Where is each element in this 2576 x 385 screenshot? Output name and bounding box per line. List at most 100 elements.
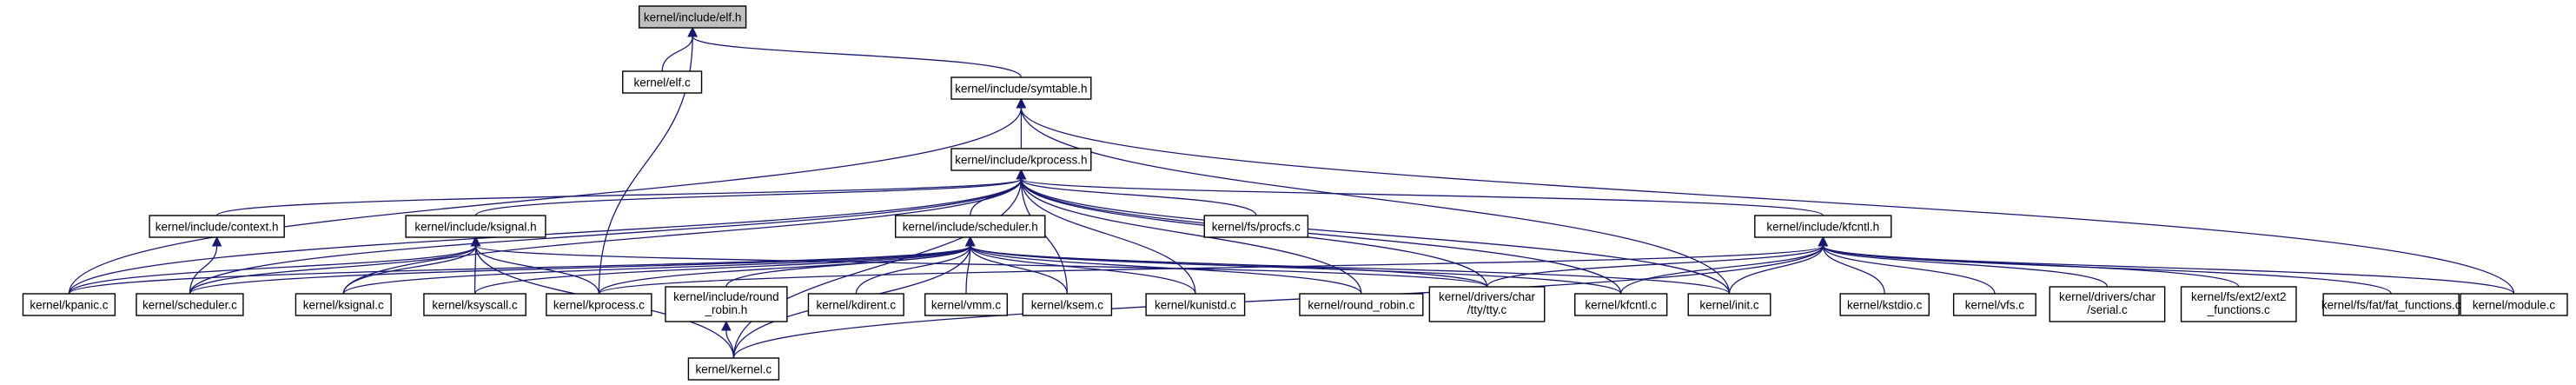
node-label: kernel/include/kprocess.h xyxy=(955,154,1087,167)
node-label: kernel/include/symtable.h xyxy=(955,83,1087,96)
node-kstdio-c[interactable]: kernel/kstdio.c xyxy=(1839,293,1930,316)
node-ksignal-c[interactable]: kernel/ksignal.c xyxy=(295,293,392,316)
node-scheduler-h[interactable]: kernel/include/scheduler.h xyxy=(895,215,1046,238)
node-kdirent-c[interactable]: kernel/kdirent.c xyxy=(807,293,904,316)
node-kprocess-c[interactable]: kernel/kprocess.c xyxy=(546,293,652,316)
edge-kernel_c-to-kfcntl_h xyxy=(732,236,1829,359)
node-kfcntl-h[interactable]: kernel/include/kfcntl.h xyxy=(1754,215,1892,238)
edge-line xyxy=(1020,178,1257,216)
edge-line xyxy=(215,178,1023,216)
edge-line xyxy=(1822,245,2240,288)
edge-line xyxy=(1486,245,1824,288)
node-ksignal-h[interactable]: kernel/include/ksignal.h xyxy=(405,215,546,238)
node-label-line: _functions.c xyxy=(2207,303,2270,316)
node-box xyxy=(665,286,788,322)
node-box xyxy=(295,293,392,316)
node-box xyxy=(2049,286,2166,322)
edge-line xyxy=(1020,178,1196,295)
node-label-line: kernel/drivers/char xyxy=(2059,290,2156,303)
node-kfcntl-c[interactable]: kernel/kfcntl.c xyxy=(1574,293,1668,316)
node-box xyxy=(687,357,780,381)
node-kpanic-c[interactable]: kernel/kpanic.c xyxy=(22,293,116,316)
node-label: kernel/round_robin.c xyxy=(1308,299,1414,312)
node-procfs-c[interactable]: kernel/fs/procfs.c xyxy=(1203,215,1309,238)
edge-line xyxy=(342,245,971,295)
node-label-line: /tty/tty.c xyxy=(1467,303,1507,316)
node-label: kernel/include/kfcntl.h xyxy=(1766,221,1879,234)
edge-line xyxy=(1620,245,1824,295)
edge-init_c-to-kprocess_h xyxy=(1016,169,1731,295)
edge-arrowhead xyxy=(721,320,732,331)
node-label: kernel/include/elf.h xyxy=(644,11,742,24)
node-box xyxy=(1203,215,1309,238)
node-kprocess-h[interactable]: kernel/include/kprocess.h xyxy=(950,148,1092,171)
node-label: kernel/ksignal.c xyxy=(303,299,384,312)
node-label: kernel/module.c xyxy=(2473,299,2556,312)
edge-line xyxy=(970,245,1068,295)
node-label: kernel/ksyscall.c xyxy=(432,299,518,312)
edge-line xyxy=(970,245,1362,295)
node-kunistd-c[interactable]: kernel/kunistd.c xyxy=(1145,293,1246,316)
node-round-robin-h[interactable]: kernel/include/round_robin.h xyxy=(665,286,788,322)
edge-line xyxy=(474,245,1488,288)
edge-procfs_c-to-kprocess_h xyxy=(1016,169,1257,216)
node-label-line: kernel/fs/ext2/ext2 xyxy=(2191,290,2287,303)
edge-symtable_h-to-elf_h xyxy=(687,26,1023,78)
node-label: kernel/kunistd.c xyxy=(1155,299,1236,312)
node-context-h[interactable]: kernel/include/context.h xyxy=(149,215,285,238)
node-round-robin-c[interactable]: kernel/round_robin.c xyxy=(1299,293,1424,316)
node-vmm-c[interactable]: kernel/vmm.c xyxy=(924,293,1009,316)
node-box xyxy=(22,293,116,316)
node-fat-functions-c[interactable]: kernel/fs/fat/fat_functions.c xyxy=(2321,293,2461,316)
node-box xyxy=(1022,293,1113,316)
node-label: kernel/kprocess.c xyxy=(553,299,645,312)
node-label: kernel/ksem.c xyxy=(1031,299,1104,312)
node-box xyxy=(638,5,747,29)
node-ksem-c[interactable]: kernel/ksem.c xyxy=(1022,293,1113,316)
node-symtable-h[interactable]: kernel/include/symtable.h xyxy=(950,76,1092,100)
edge-kfcntl_c-to-kprocess_h xyxy=(1016,169,1622,295)
edge-line xyxy=(598,245,1824,295)
edge-module_c-to-symtable_h xyxy=(1016,97,2515,295)
node-serial-c[interactable]: kernel/drivers/char/serial.c xyxy=(2049,286,2166,322)
edge-line xyxy=(68,107,1023,295)
node-box xyxy=(405,215,546,238)
node-label: kernel/kstdio.c xyxy=(1847,299,1923,312)
node-init-c[interactable]: kernel/init.c xyxy=(1687,293,1771,316)
node-vfs-c[interactable]: kernel/vfs.c xyxy=(1952,293,2036,316)
node-ksyscall-c[interactable]: kernel/ksyscall.c xyxy=(423,293,526,316)
edge-line xyxy=(189,245,971,295)
edge-kfcntl_h-to-kprocess_h xyxy=(1016,169,1824,216)
edge-arrowhead xyxy=(687,26,698,37)
node-label: kernel/include/context.h xyxy=(156,221,279,234)
node-label-line: _robin.h xyxy=(705,303,748,316)
node-module-c[interactable]: kernel/module.c xyxy=(2460,293,2568,316)
edge-line xyxy=(1822,245,1885,295)
edge-line xyxy=(1822,245,2392,295)
node-box xyxy=(1428,286,1546,322)
node-label: kernel/elf.c xyxy=(634,76,692,90)
edge-vfs_c-to-kfcntl_h xyxy=(1818,236,1996,295)
edge-line xyxy=(725,329,735,359)
edge-line xyxy=(473,245,971,295)
node-kernel-c[interactable]: kernel/kernel.c xyxy=(687,357,780,381)
node-label: kernel/init.c xyxy=(1699,299,1759,312)
edge-line xyxy=(1822,245,2109,288)
node-ext2-functions-c[interactable]: kernel/fs/ext2/ext2_functions.c xyxy=(2180,286,2297,322)
node-label: kernel/vfs.c xyxy=(1965,299,2025,312)
edge-scheduler_c-to-ksignal_h xyxy=(189,236,481,295)
node-elf-c[interactable]: kernel/elf.c xyxy=(622,70,703,94)
node-box xyxy=(136,293,244,316)
node-tty-c[interactable]: kernel/drivers/char/tty/tty.c xyxy=(1428,286,1546,322)
node-scheduler-c[interactable]: kernel/scheduler.c xyxy=(136,293,244,316)
node-label: kernel/scheduler.c xyxy=(142,299,237,312)
edge-line xyxy=(1728,245,1824,295)
edge-kdirent_c-to-scheduler_h xyxy=(855,236,976,295)
edge-module_c-to-kfcntl_h xyxy=(1818,236,2515,295)
edge-kernel_c-to-round_robin_h xyxy=(721,320,735,359)
node-box xyxy=(2460,293,2568,316)
node-box xyxy=(622,70,703,94)
node-box xyxy=(1574,293,1668,316)
edge-line xyxy=(855,245,971,295)
